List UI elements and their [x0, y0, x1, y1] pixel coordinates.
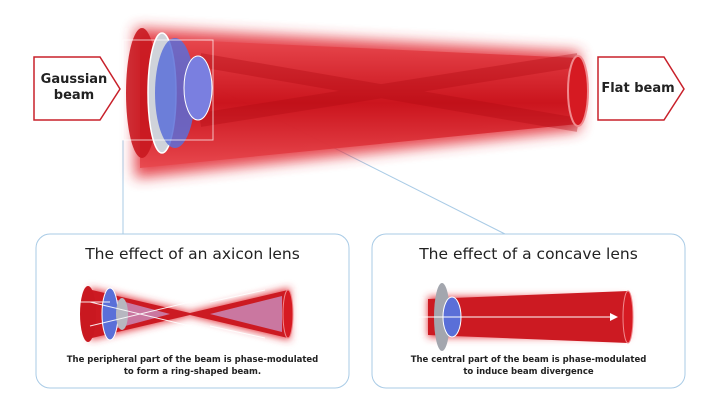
concave-panel-title: The effect of a concave lens [419, 245, 638, 263]
axicon-description-line2: to form a ring-shaped beam. [123, 367, 262, 377]
main-laser-beam [135, 28, 589, 178]
gaussian-beam-label: Gaussian beam [40, 72, 108, 103]
gaussian-beam-tag [33, 56, 121, 121]
axicon-illustration [55, 286, 294, 342]
axicon-panel-title: The effect of an axicon lens [85, 245, 300, 263]
concave-panel-description: The central part of the beam is phase-mo… [372, 354, 685, 378]
flat-beam-label: Flat beam [601, 81, 675, 96]
concave-description-line1: The central part of the beam is phase-mo… [410, 355, 647, 365]
axicon-description-line1: The peripheral part of the beam is phase… [66, 355, 319, 365]
concave-description-line2: to induce beam divergence [463, 367, 594, 377]
concave-illustration [405, 283, 634, 351]
axicon-panel-description: The peripheral part of the beam is phase… [36, 354, 349, 378]
axicon-panel [35, 233, 350, 389]
lens-assembly [122, 28, 214, 158]
flat-beam-tag [597, 56, 685, 121]
